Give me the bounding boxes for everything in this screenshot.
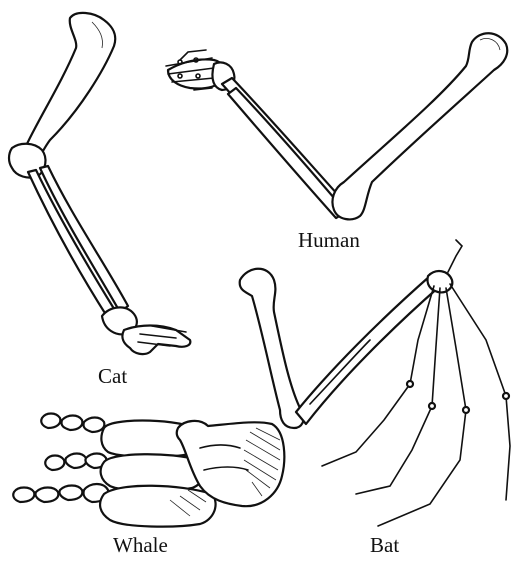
cat-radius (40, 166, 128, 312)
bat-digits (322, 284, 510, 526)
cat-label: Cat (98, 364, 127, 389)
whale-lower-block (100, 486, 216, 527)
cat-forelimb (9, 13, 190, 354)
whale-label: Whale (113, 533, 168, 558)
human-ulna (228, 88, 346, 218)
whale-flipper (13, 414, 284, 527)
human-arm (166, 33, 507, 219)
whale-digits (13, 414, 108, 503)
bat-humerus (240, 269, 304, 428)
human-label: Human (298, 228, 360, 253)
bat-label: Bat (370, 533, 399, 558)
bat-forearm (296, 276, 440, 424)
cat-ulna (28, 170, 116, 318)
human-humerus (332, 33, 507, 219)
cat-humerus (26, 13, 116, 158)
cat-paw (122, 326, 190, 355)
